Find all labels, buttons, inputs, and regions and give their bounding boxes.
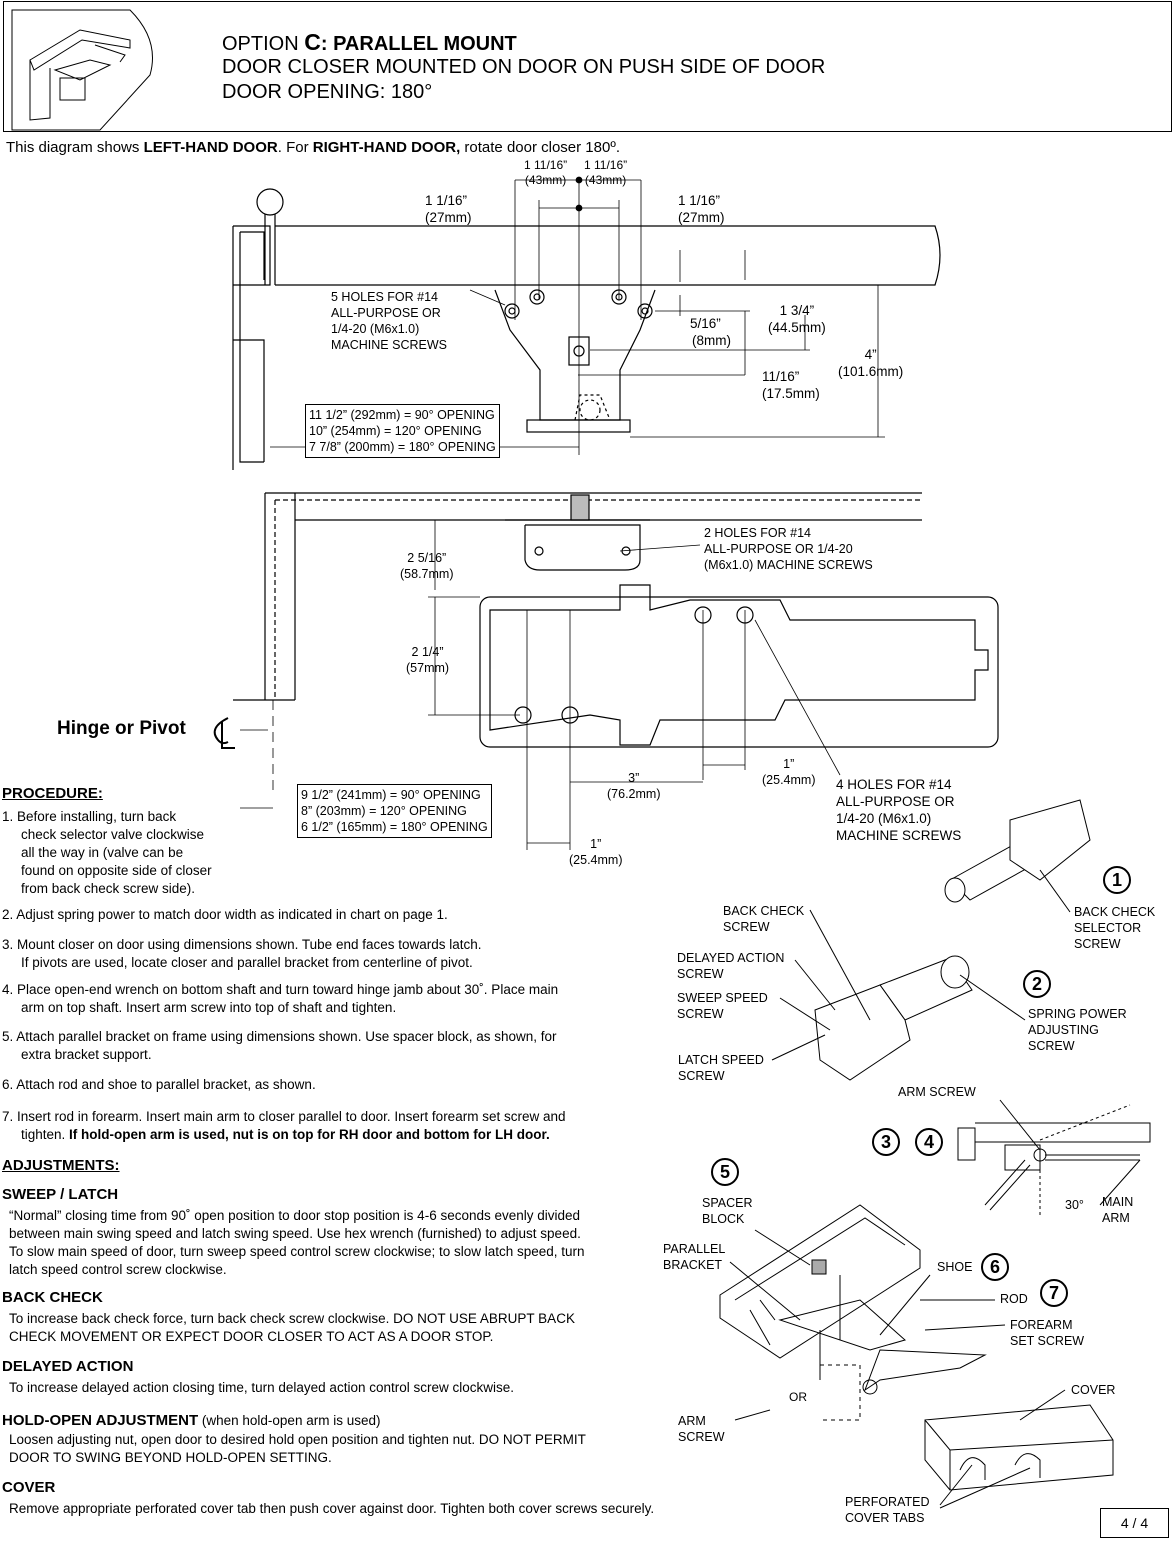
callout-3: 3 bbox=[872, 1128, 900, 1156]
back-check-text: To increase back check force, turn back … bbox=[9, 1311, 575, 1344]
callout-4: 4 bbox=[915, 1128, 943, 1156]
delayed-action-text: To increase delayed action closing time,… bbox=[9, 1380, 514, 1395]
frame-plan-view bbox=[233, 492, 999, 748]
cover-label: COVER bbox=[1071, 1383, 1116, 1397]
delayed-action-heading: DELAYED ACTION bbox=[2, 1358, 134, 1375]
procedure-step-7: 7. Insert rod in forearm. Insert main ar… bbox=[2, 1109, 566, 1142]
cover-heading: COVER bbox=[2, 1479, 56, 1496]
cover-illustration bbox=[924, 1389, 1114, 1509]
callout-1: 1 bbox=[1103, 866, 1131, 894]
header-line3: DOOR OPENING: 180° bbox=[222, 81, 433, 103]
dim-5-16: 5/16”(8mm) bbox=[690, 316, 731, 348]
hand-note: This diagram shows LEFT-HAND DOOR. For R… bbox=[6, 139, 620, 156]
hold-open-text: Loosen adjusting nut, open door to desir… bbox=[9, 1432, 586, 1465]
sweep-latch-text: “Normal” closing time from 90˚ open posi… bbox=[9, 1208, 585, 1277]
callout-5: 5 bbox=[711, 1158, 739, 1186]
centerline-symbol bbox=[213, 717, 235, 749]
dim-4: 4”(101.6mm) bbox=[838, 347, 904, 379]
closer-illustration-1 bbox=[944, 799, 1091, 903]
callout-2: 2 bbox=[1023, 970, 1051, 998]
procedure-step-1: 1. Before installing, turn back check se… bbox=[2, 809, 212, 896]
dim-1-11-16-right: 1 11/16”(43mm) bbox=[584, 158, 628, 187]
callout-6: 6 bbox=[981, 1253, 1009, 1281]
dim-1-right: 1”(25.4mm) bbox=[762, 757, 816, 787]
hold-open-heading: HOLD-OPEN ADJUSTMENT (when hold-open arm… bbox=[2, 1412, 381, 1429]
sweep-latch-heading: SWEEP / LATCH bbox=[2, 1186, 119, 1203]
procedure-step-2: 2. Adjust spring power to match door wid… bbox=[2, 907, 448, 922]
angle-30-label: 30° bbox=[1065, 1198, 1084, 1212]
rod-label: ROD bbox=[1000, 1292, 1028, 1306]
dim-3: 3”(76.2mm) bbox=[607, 771, 661, 801]
callout-7: 7 bbox=[1040, 1279, 1068, 1307]
dim-1-1-16-right: 1 1/16”(27mm) bbox=[678, 193, 725, 225]
cover-text: Remove appropriate perforated cover tab … bbox=[9, 1501, 655, 1516]
hinge-or-pivot-label: Hinge or Pivot bbox=[57, 718, 186, 739]
header-box bbox=[3, 1, 1172, 132]
procedure-step-6: 6. Attach rod and shoe to parallel brack… bbox=[2, 1077, 316, 1092]
adjustments-heading: ADJUSTMENTS: bbox=[2, 1157, 120, 1174]
dim-2-5-16: 2 5/16”(58.7mm) bbox=[400, 551, 454, 581]
or-label: OR bbox=[789, 1390, 807, 1404]
arm-screw-label-top: ARM SCREW bbox=[898, 1085, 976, 1099]
dim-1-bottom: 1”(25.4mm) bbox=[569, 837, 623, 867]
dim-1-11-16-left: 1 11/16”(43mm) bbox=[524, 158, 568, 187]
page-number: 4 / 4 bbox=[1100, 1508, 1169, 1538]
procedure-step-4: 4. Place open-end wrench on bottom shaft… bbox=[2, 982, 559, 1015]
procedure-step-5: 5. Attach parallel bracket on frame usin… bbox=[2, 1029, 557, 1062]
dim-11-16: 11/16”(17.5mm) bbox=[762, 369, 820, 401]
procedure-heading: PROCEDURE: bbox=[2, 785, 103, 802]
header-line2: DOOR CLOSER MOUNTED ON DOOR ON PUSH SIDE… bbox=[222, 56, 826, 78]
dim-1-1-16-left: 1 1/16”(27mm) bbox=[425, 193, 472, 225]
dim-1-3-4: 1 3/4”(44.5mm) bbox=[768, 303, 826, 335]
dim-2-1-4: 2 1/4”(57mm) bbox=[406, 645, 450, 675]
shoe-label: SHOE bbox=[937, 1260, 973, 1274]
back-check-heading: BACK CHECK bbox=[2, 1289, 103, 1306]
option-title: OPTION C: PARALLEL MOUNT bbox=[222, 29, 517, 55]
procedure-step-3: 3. Mount closer on door using dimensions… bbox=[2, 937, 482, 970]
